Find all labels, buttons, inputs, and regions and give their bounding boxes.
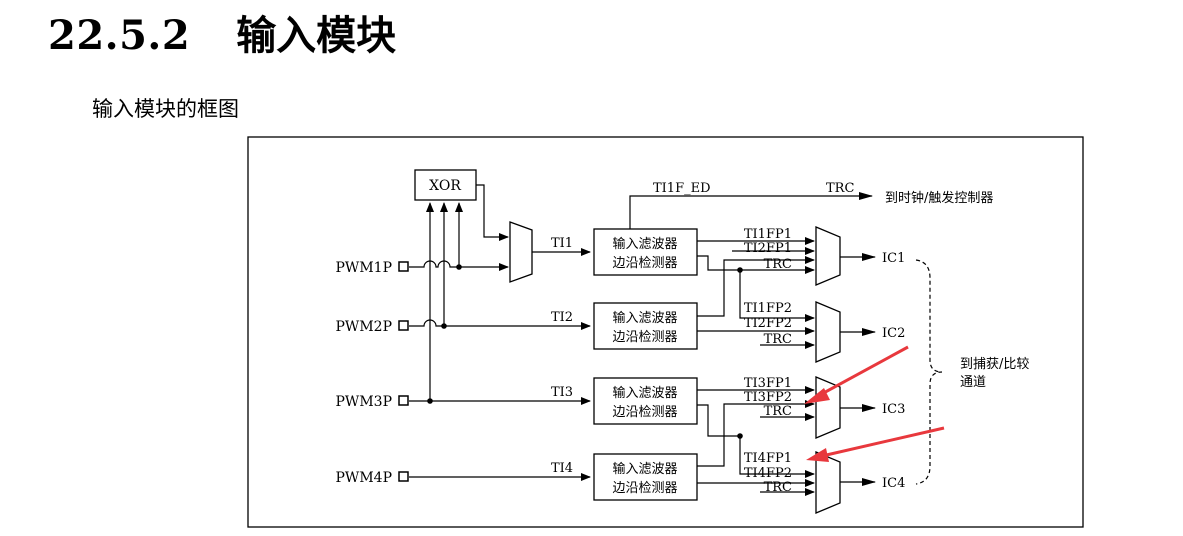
ch34-routing xyxy=(697,386,815,496)
section-title: 输入模块 xyxy=(236,12,397,59)
pwm1-pin xyxy=(398,261,409,272)
filter-block-1 xyxy=(593,228,698,276)
filter-block-4 xyxy=(593,453,698,501)
pwm3-label: PWM3P xyxy=(336,394,392,410)
pwm3-junction xyxy=(427,398,433,404)
mux2-in-1: TI1FP2 xyxy=(744,301,792,316)
section-number: 22.5.2 xyxy=(48,12,191,59)
mux3-in-1: TI3FP1 xyxy=(744,376,792,391)
ic2-label: IC2 xyxy=(882,326,905,341)
mux1-in-3: TRC xyxy=(764,257,792,272)
to-clock-label: 到时钟/触发控制器 xyxy=(885,190,993,206)
ti2-label: TI2 xyxy=(551,310,573,325)
figure-caption: 输入模块的框图 xyxy=(92,97,239,121)
pwm2-line xyxy=(409,319,591,330)
pwm2-label: PWM2P xyxy=(336,319,392,335)
xor-input-lines xyxy=(426,202,463,399)
ic3-label: IC3 xyxy=(882,402,905,417)
xor-output-line xyxy=(476,184,509,241)
ti1f-ed-label: TI1F_ED xyxy=(653,181,711,196)
ic4-mux xyxy=(815,451,841,514)
mux1-in-2: TI2FP1 xyxy=(744,241,792,256)
diagram-frame xyxy=(247,136,1084,528)
ti1-label: TI1 xyxy=(551,236,573,251)
pwm2-pin xyxy=(398,320,409,331)
filter-block-2 xyxy=(593,302,698,350)
mux4-in-2: TI4FP2 xyxy=(744,466,792,481)
filter-2-line1: 输入滤波器 xyxy=(612,310,677,326)
to-capture-line2: 通道 xyxy=(960,375,986,390)
pwm4-label: PWM4P xyxy=(336,470,392,486)
pwm4-pin xyxy=(398,471,409,482)
to-capture-line1: 到捕获/比较 xyxy=(960,356,1029,372)
filter-2-line2: 边沿检测器 xyxy=(612,330,677,345)
pwm1-junction xyxy=(456,264,462,270)
ic1-mux xyxy=(815,226,841,286)
mux3-in-3: TRC xyxy=(764,404,792,419)
ti3-label: TI3 xyxy=(551,385,573,400)
ic1-label: IC1 xyxy=(882,251,905,266)
filter-3-line1: 输入滤波器 xyxy=(612,385,677,401)
trc-top-label: TRC xyxy=(826,181,854,196)
xor-label: XOR xyxy=(429,178,461,194)
highlight-arrows xyxy=(804,345,945,462)
ch12-routing xyxy=(697,237,815,349)
pwm3-pin xyxy=(398,395,409,406)
mux1-in-1: TI1FP1 xyxy=(744,227,792,242)
ti1-mux xyxy=(509,221,533,283)
ic2-mux xyxy=(815,301,841,363)
ti4-label: TI4 xyxy=(551,461,573,476)
mux4-in-1: TI4FP1 xyxy=(744,451,792,466)
section-heading: 22.5.2 输入模块 xyxy=(48,16,396,56)
ic4-label: IC4 xyxy=(882,476,905,491)
filter-3-line2: 边沿检测器 xyxy=(612,405,677,420)
filter-1-line1: 输入滤波器 xyxy=(612,236,677,252)
pwm1-line xyxy=(409,260,509,271)
mux2-in-3: TRC xyxy=(764,332,792,347)
mux2-in-2: TI2FP2 xyxy=(744,316,792,331)
mux4-in-3: TRC xyxy=(764,480,792,495)
ic-brace xyxy=(915,259,943,485)
pwm1-label: PWM1P xyxy=(336,260,392,276)
mux3-in-2: TI3FP2 xyxy=(744,390,792,405)
filter-block-3 xyxy=(593,377,698,425)
pwm2-junction xyxy=(441,323,447,329)
ti1f-ed-line xyxy=(629,192,873,229)
filter-4-line2: 边沿检测器 xyxy=(612,481,677,496)
filter-1-line2: 边沿检测器 xyxy=(612,256,677,271)
filter-4-line1: 输入滤波器 xyxy=(612,461,677,477)
